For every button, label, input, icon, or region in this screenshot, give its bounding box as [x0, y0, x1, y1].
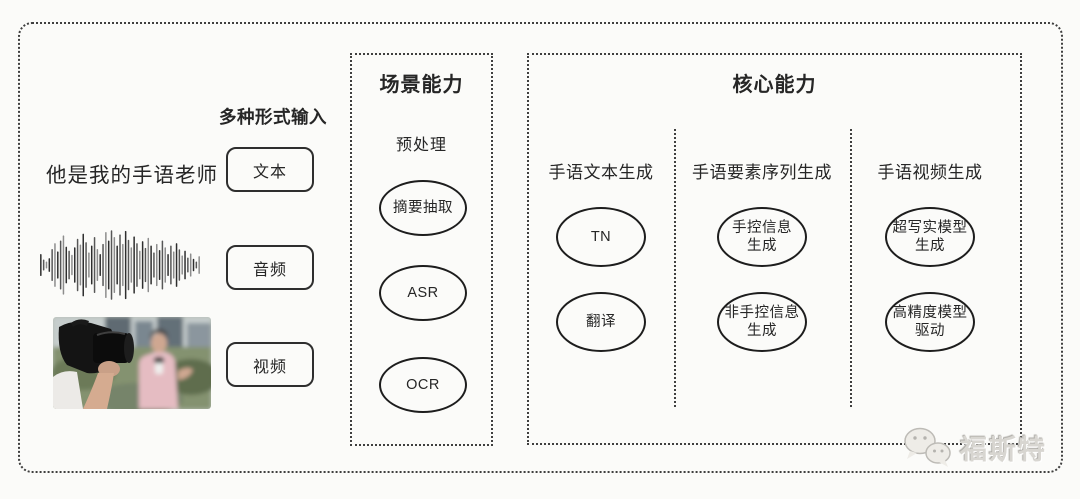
- node-high-precision-model-driving-label: 高精度模型 驱动: [892, 304, 968, 339]
- wechat-icon: [904, 427, 951, 467]
- node-manual-info-generation: 手控信息 生成: [717, 207, 807, 267]
- node-ocr: OCR: [379, 357, 467, 413]
- outer-frame: [18, 22, 1063, 473]
- audio-waveform-icon: [40, 230, 200, 300]
- watermark-text: 福斯特: [960, 434, 1047, 465]
- scene-box-subtitle: 预处理: [395, 137, 447, 154]
- node-asr: ASR: [379, 265, 467, 321]
- input-type-text-label: 文本: [252, 163, 287, 181]
- column-header-sign-text-generation: 手语文本生成: [548, 163, 654, 182]
- video-thumbnail-image: [53, 317, 211, 409]
- column-divider: [674, 129, 676, 407]
- node-tn: TN: [556, 207, 646, 267]
- core-box-title: 核心能力: [732, 74, 817, 96]
- column-header-sign-element-sequence-generation: 手语要素序列生成: [692, 163, 832, 182]
- input-type-text-box: 文本: [226, 147, 314, 192]
- column-divider: [850, 129, 852, 407]
- scene-capability-box: 场景能力 预处理 摘要抽取 ASR OCR: [350, 53, 493, 446]
- node-summary-extraction-label: 摘要抽取: [393, 199, 453, 216]
- input-type-video-label: 视频: [252, 358, 287, 376]
- node-tn-label: TN: [590, 228, 612, 245]
- node-translation-label: 翻译: [586, 313, 616, 330]
- node-hyperrealistic-model-generation-label: 超写实模型 生成: [892, 219, 968, 254]
- watermark: 福斯特: [900, 426, 1047, 468]
- input-type-video-box: 视频: [226, 342, 314, 387]
- column-header-sign-video-generation: 手语视频生成: [877, 163, 983, 182]
- node-summary-extraction: 摘要抽取: [379, 180, 467, 236]
- input-type-audio-box: 音频: [226, 245, 314, 290]
- node-manual-info-generation-label: 手控信息 生成: [732, 219, 792, 254]
- scene-box-title: 场景能力: [379, 74, 464, 96]
- node-translation: 翻译: [556, 292, 646, 352]
- node-asr-label: ASR: [407, 284, 439, 301]
- node-non-manual-info-generation: 非手控信息 生成: [717, 292, 807, 352]
- node-high-precision-model-driving: 高精度模型 驱动: [885, 292, 975, 352]
- core-capability-box: 核心能力 手语文本生成 手语要素序列生成 手语视频生成 TN 翻译 手控信息 生…: [527, 53, 1022, 445]
- sample-sentence: 他是我的手语老师: [46, 164, 218, 187]
- input-section-title: 多种形式输入: [219, 107, 327, 127]
- node-hyperrealistic-model-generation: 超写实模型 生成: [885, 207, 975, 267]
- input-type-audio-label: 音频: [252, 261, 287, 279]
- node-non-manual-info-generation-label: 非手控信息 生成: [724, 304, 800, 339]
- node-ocr-label: OCR: [406, 376, 440, 393]
